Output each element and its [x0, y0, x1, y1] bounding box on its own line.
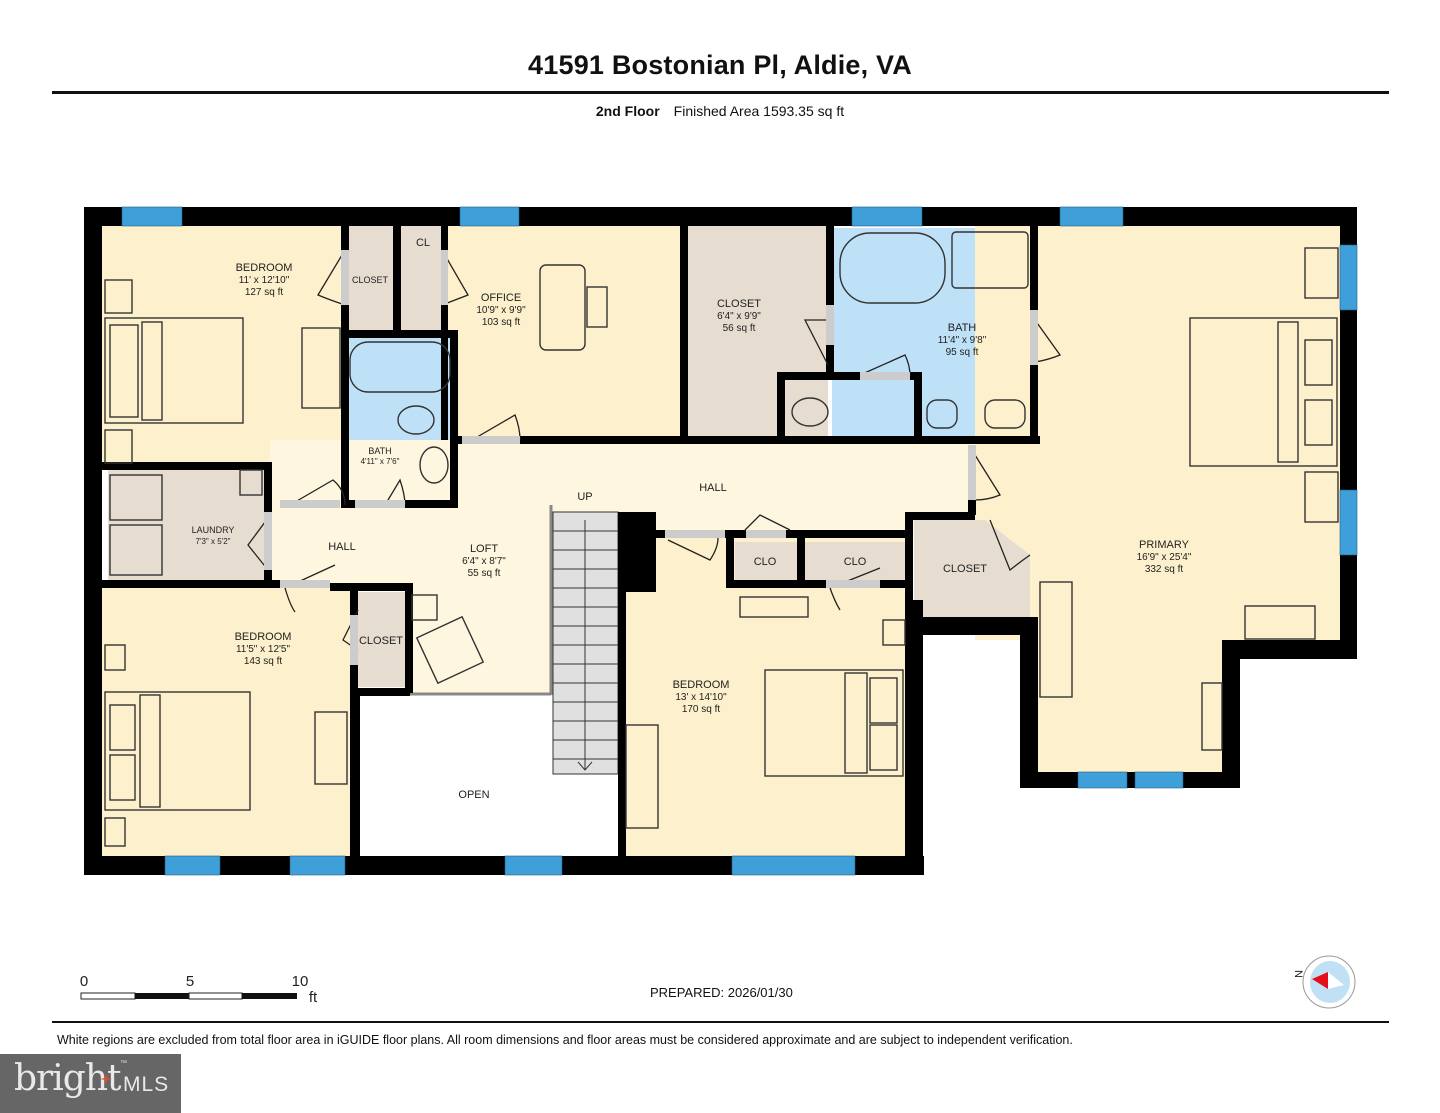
room-fills [100, 225, 1340, 858]
room-name: PRIMARY [1139, 539, 1190, 551]
scale-tick-5: 5 [186, 973, 194, 990]
toilet-primary [791, 397, 829, 427]
furniture [104, 231, 1339, 847]
footer-divider [52, 1021, 1389, 1023]
bright-mls-watermark: bright ™ MLS [0, 1054, 181, 1113]
room-area: 143 sq ft [244, 656, 283, 667]
room-name: BATH [368, 446, 391, 456]
compass-north-label: N [1292, 970, 1304, 978]
room-area: 103 sq ft [482, 317, 521, 328]
closet-walkin-fill [688, 225, 828, 437]
watermark-suffix: MLS [123, 1073, 170, 1096]
sink-2 [984, 399, 1026, 429]
sink-small [419, 446, 449, 484]
compass-icon: N [1292, 955, 1356, 1009]
scale-tick-0: 0 [80, 973, 88, 990]
room-name: BEDROOM [236, 262, 293, 274]
windows [121, 206, 1358, 876]
room-dims: 6'4" x 9'9" [717, 311, 761, 322]
room-area: 127 sq ft [245, 287, 284, 298]
room-labels: BEDROOM 11' x 12'10" 127 sq ft CLOSET CL… [192, 237, 1192, 801]
prepared-date: PREPARED: 2026/01/30 [650, 985, 793, 1000]
scale-bar: 0 5 10 ft [80, 973, 318, 1006]
bedroom-s-fill [625, 535, 907, 858]
floor-subtitle: 2nd Floor Finished Area 1593.35 sq ft [0, 103, 1440, 119]
room-dims: 11'4" x 9'8" [938, 335, 987, 346]
office-fill [448, 225, 681, 437]
office-desk [539, 264, 586, 351]
floor-label: 2nd Floor [595, 103, 660, 119]
door-thresholds [264, 250, 1038, 665]
room-name: BATH [948, 322, 977, 334]
loft-fill [410, 585, 550, 695]
room-dims: 7'3" x 5'2" [196, 537, 231, 546]
clo-2-fill [805, 542, 905, 582]
scale-tick-10: 10 [292, 973, 309, 990]
room-dims: 11' x 12'10" [239, 275, 290, 286]
bedroom-nw-fill [100, 225, 345, 470]
room-name: OPEN [458, 789, 489, 801]
page-title: 41591 Bostonian Pl, Aldie, VA [528, 50, 912, 80]
sink-1 [926, 399, 958, 429]
room-name: CLOSET [943, 563, 987, 575]
room-name: BEDROOM [673, 679, 730, 691]
room-name: HALL [328, 541, 356, 553]
armchair [415, 615, 485, 685]
bed-primary [1189, 317, 1338, 467]
room-area: 95 sq ft [946, 347, 979, 358]
shower [951, 231, 1029, 289]
watermark-tm: ™ [120, 1060, 127, 1067]
room-name: HALL [699, 482, 727, 494]
room-name: CLOSET [717, 298, 761, 310]
room-name: BEDROOM [235, 631, 292, 643]
room-dims: 13' x 14'10" [675, 692, 727, 703]
room-area: 55 sq ft [468, 568, 501, 579]
room-area: 170 sq ft [682, 704, 721, 715]
room-dims: 10'9" x 9'9" [476, 305, 526, 316]
room-area: 56 sq ft [723, 323, 756, 334]
room-dims: 16'9" x 25'4" [1137, 552, 1192, 563]
room-name: CLOSET [352, 275, 389, 285]
toilet-small [397, 405, 435, 435]
room-name: OFFICE [481, 292, 521, 304]
bed-s [764, 669, 904, 777]
primary-tub [839, 232, 946, 304]
room-name: CLO [844, 556, 867, 568]
scale-unit: ft [309, 989, 318, 1006]
room-dims: 11'5" x 12'5" [236, 644, 291, 655]
room-name: CL [416, 237, 430, 249]
clo-1-fill [735, 542, 797, 582]
room-name: LAUNDRY [192, 525, 235, 535]
bedroom-sw-fill [100, 588, 350, 858]
hall-west-fill [270, 500, 550, 585]
bed-nw [104, 317, 244, 424]
closet-cl-fill [400, 225, 442, 330]
bed-sw [104, 691, 251, 811]
finished-area: Finished Area 1593.35 sq ft [673, 103, 845, 119]
title-divider [52, 91, 1389, 94]
room-dims: 4'11" x 7'6" [361, 457, 400, 466]
room-name: CLOSET [359, 635, 403, 647]
closet-a-fill [345, 225, 395, 330]
stairs-label: UP [577, 491, 592, 503]
room-name: CLO [754, 556, 777, 568]
disclaimer-text: White regions are excluded from total fl… [57, 1033, 1073, 1047]
closet-primary-fill [914, 520, 1030, 617]
room-dims: 6'4" x 8'7" [462, 556, 506, 567]
room-area: 332 sq ft [1145, 564, 1184, 575]
small-tub [349, 341, 451, 393]
closet-sw-fill [358, 592, 408, 687]
primary-lower-fill [1035, 615, 1225, 775]
star-spark-icon [100, 1073, 112, 1085]
room-name: LOFT [470, 543, 498, 555]
